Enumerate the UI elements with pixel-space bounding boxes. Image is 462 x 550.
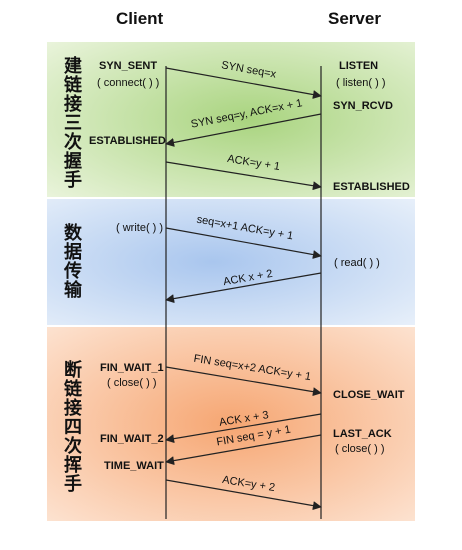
message-arrow-ack-fin1 (165, 413, 322, 444)
client-call-close: ( close( ) ) (107, 377, 157, 389)
client-state-time-wait: TIME_WAIT (104, 460, 164, 472)
message-arrow-fin1 (165, 366, 322, 397)
phase-band-transfer (47, 199, 415, 325)
message-arrow-fin2 (165, 434, 322, 466)
client-call-connect: ( connect( ) ) (97, 77, 160, 89)
client-header: Client (116, 9, 164, 28)
phase-band-handshake (47, 42, 415, 197)
server-state-listen: LISTEN (339, 60, 379, 72)
server-header: Server (328, 9, 381, 28)
server-call-listen: ( listen( ) ) (336, 77, 386, 89)
server-call-read: ( read( ) ) (334, 257, 380, 269)
phase-label-teardown: 断链接四次挥手 (61, 360, 82, 493)
message-arrow-ack-fin2 (165, 479, 322, 511)
message-arrow-ack (165, 161, 322, 191)
client-state-syn-sent: SYN_SENT (99, 60, 158, 72)
client-state-fin-wait-1: FIN_WAIT_1 (100, 362, 164, 374)
server-state-syn-rcvd: SYN_RCVD (333, 100, 393, 112)
message-arrow-syn-ack (165, 113, 322, 147)
message-arrow-syn (165, 67, 322, 99)
message-arrow-data-ack (165, 272, 322, 304)
client-call-write: ( write( ) ) (116, 222, 164, 234)
server-state-established: ESTABLISHED (333, 181, 410, 193)
client-state-fin-wait-2: FIN_WAIT_2 (100, 433, 164, 445)
server-state-last-ack: LAST_ACK (333, 428, 392, 440)
server-state-close-wait: CLOSE_WAIT (333, 389, 405, 401)
phase-label-handshake: 建链接三次握手 (61, 56, 82, 189)
phase-label-transfer: 数据传输 (61, 223, 82, 299)
client-state-established: ESTABLISHED (89, 135, 166, 147)
message-arrow-data (165, 227, 322, 259)
phase-band-teardown (47, 327, 415, 521)
server-call-close: ( close( ) ) (335, 443, 385, 455)
